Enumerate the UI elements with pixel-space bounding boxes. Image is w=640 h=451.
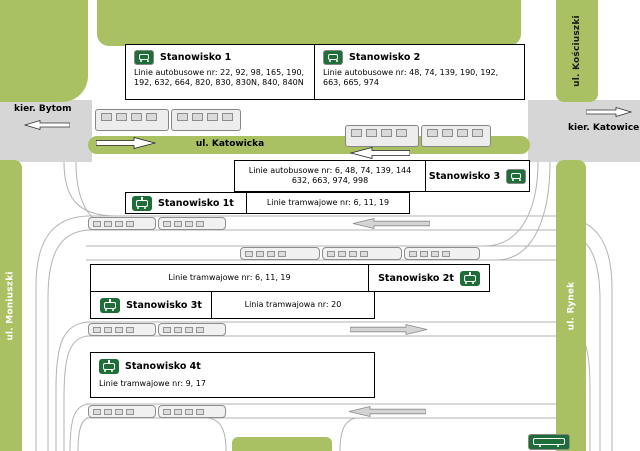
street-label-katowicka: ul. Katowicka bbox=[195, 139, 265, 149]
stand-lines-label: Linie tramwajowe nr: 9, 17 bbox=[99, 379, 206, 388]
tram-car bbox=[88, 405, 156, 418]
bus-stop-map-marker-icon bbox=[528, 434, 570, 450]
tram-direction-arrow-left-icon bbox=[352, 218, 430, 229]
bus-stop-icon bbox=[323, 50, 343, 65]
stand-title: Stanowisko 4t bbox=[125, 361, 201, 372]
stand-header: Stanowisko 3 bbox=[425, 161, 529, 191]
tram-car bbox=[158, 217, 226, 230]
stand-box-stanowisko-2t: Linie tramwajowe nr: 6, 11, 19 Stanowisk… bbox=[90, 264, 490, 292]
tram-stop-icon bbox=[459, 270, 480, 286]
stand-lines-label: Linia tramwajowa nr: 20 bbox=[244, 299, 342, 309]
stand-title: Stanowisko 3t bbox=[126, 299, 202, 311]
tram-car bbox=[158, 323, 226, 336]
direction-label-bytom: kier. Bytom bbox=[14, 104, 72, 114]
tram-stop-icon bbox=[100, 297, 121, 313]
road-west-segment bbox=[0, 100, 92, 162]
stand-lines-label: Linie autobusowe nr: 6, 48, 74, 139, 144… bbox=[248, 165, 412, 185]
stand-header: Stanowisko 1 bbox=[134, 50, 306, 65]
stand-title: Stanowisko 1t bbox=[158, 197, 234, 209]
street-strip-rynek: ul. Rynek bbox=[556, 160, 586, 451]
bus-vehicle bbox=[171, 109, 241, 131]
bus-stop-icon bbox=[134, 50, 154, 65]
stand-header: Stanowisko 2 bbox=[323, 50, 516, 65]
tram-car bbox=[322, 247, 402, 260]
stand-header: Stanowisko 4t bbox=[99, 359, 366, 374]
bus-stop-icon bbox=[506, 168, 527, 184]
tram-car bbox=[240, 247, 320, 260]
green-top-area bbox=[97, 0, 521, 46]
stand-title: Stanowisko 2t bbox=[378, 272, 454, 284]
stand-box-stanowisko-1t: Stanowisko 1t Linie tramwajowe nr: 6, 11… bbox=[125, 192, 410, 214]
street-label-moniuszki: ul. Moniuszki bbox=[6, 270, 17, 341]
street-label-rynek: ul. Rynek bbox=[566, 281, 577, 330]
stand-box-stanowisko-3t: Stanowisko 3t Linia tramwajowa nr: 20 bbox=[90, 291, 375, 319]
road-arrow-left-icon bbox=[24, 120, 70, 130]
median-strip-katowicka bbox=[88, 136, 530, 154]
green-corner-top-left bbox=[0, 0, 88, 102]
bus-vehicle bbox=[421, 125, 491, 147]
stand-box-stanowisko-4t: Stanowisko 4t Linie tramwajowe nr: 9, 17 bbox=[90, 352, 375, 398]
stand-title: Stanowisko 1 bbox=[160, 52, 232, 63]
stand-box-stanowisko-1: Stanowisko 1 Linie autobusowe nr: 22, 92… bbox=[125, 44, 315, 100]
tram-car bbox=[404, 247, 480, 260]
stand-header: Stanowisko 1t bbox=[126, 193, 246, 213]
road-arrow-right-icon bbox=[586, 107, 632, 117]
stand-lines-label: Linie autobusowe nr: 22, 92, 98, 165, 19… bbox=[134, 68, 305, 88]
street-label-kosciuszki: ul. Kościuszki bbox=[572, 15, 583, 87]
stand-header: Stanowisko 2t bbox=[368, 265, 489, 291]
tram-car bbox=[158, 405, 226, 418]
lane-arrow-left-icon bbox=[350, 147, 410, 159]
street-strip-moniuszki: ul. Moniuszki bbox=[0, 160, 22, 451]
stand-lines-label: Linie tramwajowe nr: 6, 11, 19 bbox=[168, 272, 291, 282]
green-island-bottom bbox=[232, 437, 332, 451]
stand-box-stanowisko-3: Linie autobusowe nr: 6, 48, 74, 139, 144… bbox=[234, 160, 530, 192]
bus-vehicle bbox=[95, 109, 169, 131]
direction-label-katowice: kier. Katowice bbox=[568, 123, 640, 133]
tram-car bbox=[88, 217, 156, 230]
stand-header: Stanowisko 3t bbox=[91, 292, 212, 318]
stand-title: Stanowisko 2 bbox=[349, 52, 421, 63]
street-strip-kosciuszki: ul. Kościuszki bbox=[556, 0, 598, 102]
stand-lines-label: Linie autobusowe nr: 48, 74, 139, 190, 1… bbox=[323, 68, 499, 88]
stand-title: Stanowisko 3 bbox=[428, 170, 501, 182]
stand-box-stanowisko-2: Stanowisko 2 Linie autobusowe nr: 48, 74… bbox=[314, 44, 525, 100]
stand-lines-label: Linie tramwajowe nr: 6, 11, 19 bbox=[246, 193, 409, 213]
bus-vehicle bbox=[345, 125, 419, 147]
tram-direction-arrow-left-icon bbox=[348, 406, 426, 417]
lane-arrow-right-icon bbox=[96, 137, 156, 149]
tram-car bbox=[88, 323, 156, 336]
tram-stop-icon bbox=[99, 359, 119, 374]
tram-stop-icon bbox=[132, 195, 152, 211]
tram-direction-arrow-right-icon bbox=[350, 324, 428, 335]
